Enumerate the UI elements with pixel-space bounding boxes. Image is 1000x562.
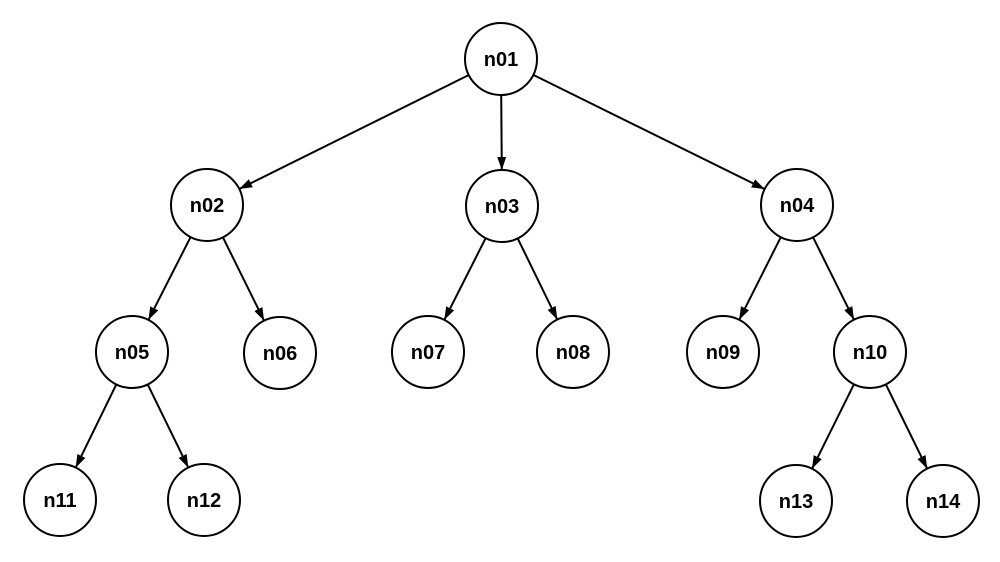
node-circle: [95, 315, 169, 389]
node-circle: [906, 464, 980, 538]
node-n05: n05: [95, 315, 169, 389]
node-label: n03: [485, 196, 519, 218]
node-n11: n11: [23, 463, 97, 537]
edge-n04-n09: [738, 236, 782, 321]
edge-n05-n11: [74, 383, 118, 469]
node-label: n10: [853, 342, 887, 364]
node-circle: [391, 315, 465, 389]
node-n06: n06: [243, 316, 317, 390]
node-n10: n10: [833, 315, 907, 389]
edge-n10-n14: [884, 383, 929, 470]
node-label: n08: [556, 342, 590, 364]
edge-n01-n04: [532, 74, 766, 190]
node-label: n14: [926, 491, 961, 513]
node-label: n09: [706, 342, 740, 364]
node-label: n13: [779, 491, 813, 513]
node-n02: n02: [170, 168, 244, 242]
edge-n01-n03: [497, 94, 507, 171]
node-circle: [243, 316, 317, 390]
node-n08: n08: [536, 315, 610, 389]
node-label: n04: [780, 195, 815, 217]
node-circle: [465, 169, 539, 243]
node-n13: n13: [759, 464, 833, 538]
edge-n02-n06: [222, 236, 265, 322]
node-label: n11: [43, 490, 76, 512]
node-n03: n03: [465, 169, 539, 243]
node-label: n12: [187, 490, 221, 512]
node-circle: [464, 22, 538, 96]
edge-n03-n08: [516, 237, 559, 321]
node-label: n02: [190, 195, 224, 217]
edge-n03-n07: [443, 237, 487, 321]
node-circle: [759, 464, 833, 538]
node-label: n01: [484, 49, 518, 71]
node-n04: n04: [760, 168, 834, 242]
edge-n05-n12: [146, 383, 190, 469]
node-circle: [167, 463, 241, 537]
node-n07: n07: [391, 315, 465, 389]
node-n01: n01: [464, 22, 538, 96]
node-circle: [170, 168, 244, 242]
edge-n02-n05: [147, 236, 192, 321]
node-circle: [23, 463, 97, 537]
node-n12: n12: [167, 463, 241, 537]
node-circle: [686, 315, 760, 389]
node-n14: n14: [906, 464, 980, 538]
node-circle: [536, 315, 610, 389]
node-label: n06: [263, 343, 297, 365]
edge-n10-n13: [811, 383, 855, 470]
node-circle: [833, 315, 907, 389]
node-label: n07: [411, 342, 445, 364]
edge-n04-n10: [812, 236, 855, 321]
node-label: n05: [115, 342, 149, 364]
edge-n01-n02: [238, 74, 470, 190]
node-circle: [760, 168, 834, 242]
node-n09: n09: [686, 315, 760, 389]
